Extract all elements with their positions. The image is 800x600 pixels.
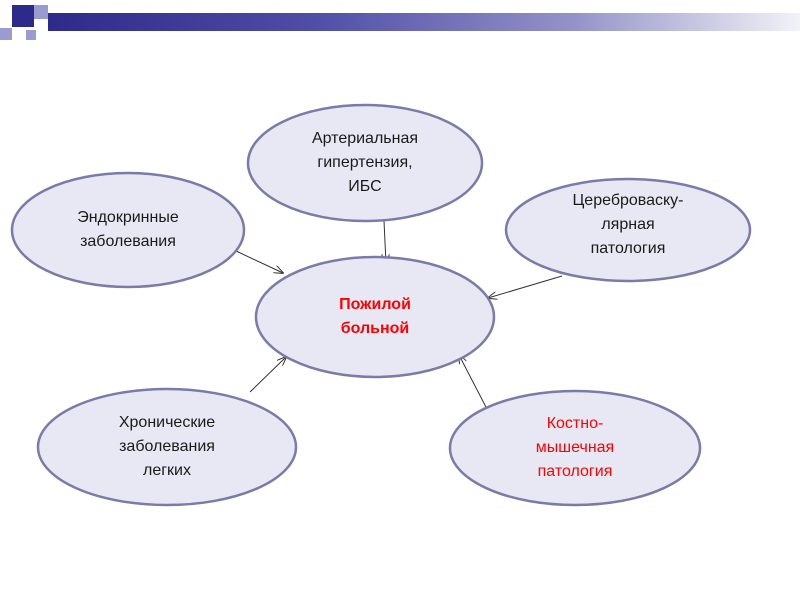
node-endocrine-label: Эндокринные заболевания xyxy=(77,209,179,250)
arrow-musculoskeletal-to-center xyxy=(459,355,488,410)
node-musculoskeletal-label: Костно- мышечная патология xyxy=(535,415,615,480)
deco-square-dark xyxy=(12,5,34,27)
arrow-cerebrovascular-to-center xyxy=(488,275,563,298)
node-hypertension-label: Артериальная гипертензия, ИБС xyxy=(311,130,419,195)
node-lungs-label: Хронические заболевания легких xyxy=(118,414,216,479)
title-bar-decoration xyxy=(48,13,800,31)
node-center-ellipse xyxy=(254,255,496,379)
node-hypertension-ellipse xyxy=(246,103,484,223)
node-center-label: Пожилой больной xyxy=(339,296,411,337)
deco-square-light-2 xyxy=(0,28,12,40)
node-lungs-ellipse xyxy=(36,387,298,507)
node-cerebrovascular-ellipse xyxy=(504,177,752,283)
node-endocrine-ellipse xyxy=(10,171,246,289)
arrow-endocrine-to-center xyxy=(235,250,283,273)
node-cerebrovascular-label: Цереброваску- лярная патология xyxy=(572,192,684,257)
arrow-lungs-to-center xyxy=(249,357,286,393)
deco-square-light xyxy=(34,5,48,19)
node-musculoskeletal-ellipse xyxy=(448,389,702,507)
deco-square-small xyxy=(26,30,36,40)
